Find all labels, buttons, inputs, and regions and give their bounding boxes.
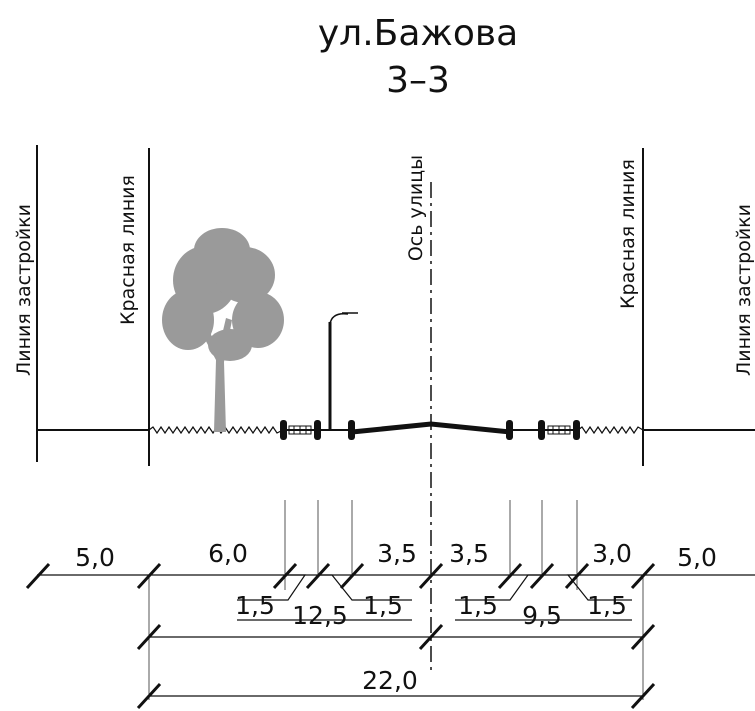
red-line-left-label: Красная линия <box>117 175 139 325</box>
dim-right-strip: 1,5 <box>458 591 498 620</box>
building-line-right-label: Линия застройки <box>733 204 755 376</box>
dim-right-half: 9,5 <box>522 601 562 630</box>
dim-right-setback: 5,0 <box>677 543 717 572</box>
dim-right-lane: 3,5 <box>449 539 489 568</box>
dim-left-half: 12,5 <box>292 601 348 630</box>
section-label: 3–3 <box>386 60 450 101</box>
tree-icon <box>162 228 284 432</box>
red-line-right-label: Красная линия <box>617 159 639 309</box>
dim-left-green: 6,0 <box>208 539 248 568</box>
carriageway <box>351 421 511 435</box>
dim-left-strip: 1,5 <box>363 591 403 620</box>
axis-label: Ось улицы <box>405 155 427 261</box>
dim-left-setback: 5,0 <box>75 543 115 572</box>
street-title: ул.Бажова <box>318 13 518 54</box>
dim-right-sidewalk: 1,5 <box>587 591 627 620</box>
dim-total: 22,0 <box>362 666 418 695</box>
street-lamp-icon <box>328 312 358 430</box>
dim-right-green: 3,0 <box>592 539 632 568</box>
bench-right <box>547 425 571 435</box>
dim-left-lane: 3,5 <box>377 539 417 568</box>
dim-left-sidewalk: 1,5 <box>235 591 275 620</box>
dimension-lines <box>37 574 755 697</box>
curbs <box>280 420 580 440</box>
dimension-ticks <box>25 562 656 710</box>
building-line-left-label: Линия застройки <box>13 204 35 376</box>
grass-right <box>577 425 644 435</box>
bench-left <box>288 425 312 435</box>
